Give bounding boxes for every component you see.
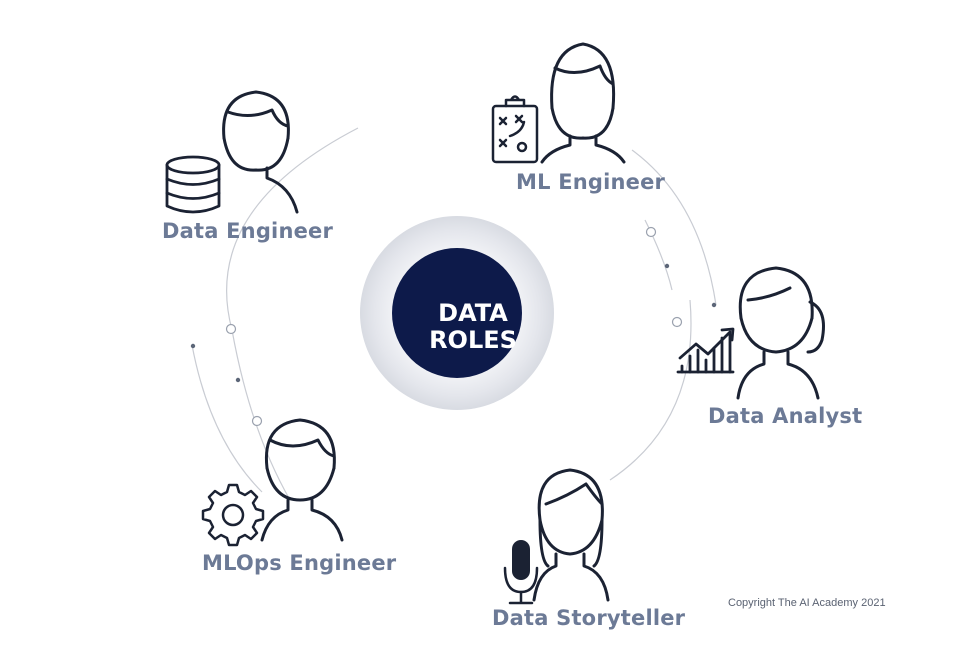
- role-label-mlops-engineer: MLOps Engineer: [202, 551, 397, 575]
- orbit-node: [645, 226, 657, 238]
- clipboard-icon: [491, 95, 539, 164]
- data-engineer-person-icon: [222, 90, 299, 214]
- orbit-dot: [711, 302, 717, 308]
- data-analyst-person-icon: [736, 266, 825, 400]
- arc-left-outer: [191, 344, 263, 493]
- role-label-data-engineer: Data Engineer: [162, 219, 334, 243]
- bar-chart-up-icon: [676, 327, 735, 374]
- orbit-dot: [664, 263, 670, 269]
- orbit-arcs: [191, 127, 717, 501]
- center-title-line2: ROLES: [429, 326, 517, 354]
- orbit-node: [671, 316, 683, 328]
- center-title: DATA ROLES: [398, 300, 548, 354]
- data-storyteller-person-icon: [532, 468, 610, 602]
- arc-right: [609, 299, 692, 481]
- center-title-line1: DATA: [438, 299, 508, 327]
- orbit-node: [225, 323, 237, 335]
- orbit-dot: [190, 343, 196, 349]
- database-icon: [165, 155, 221, 214]
- orbit-node: [251, 415, 263, 427]
- arc-right-inner: [644, 219, 673, 291]
- mlops-engineer-person-icon: [260, 418, 344, 542]
- orbit-nodes: [190, 226, 717, 427]
- copyright-text: Copyright The AI Academy 2021: [728, 597, 886, 609]
- role-label-data-analyst: Data Analyst: [708, 404, 863, 428]
- role-label-data-storyteller: Data Storyteller: [492, 606, 686, 630]
- center-disc: [392, 248, 522, 378]
- ml-engineer-person-icon: [540, 42, 626, 164]
- microphone-icon: [503, 540, 539, 605]
- orbit-dot: [235, 377, 241, 383]
- arc-right-top: [631, 149, 717, 306]
- role-label-ml-engineer: ML Engineer: [516, 170, 666, 194]
- gear-icon: [201, 483, 265, 547]
- arc-left: [226, 127, 359, 501]
